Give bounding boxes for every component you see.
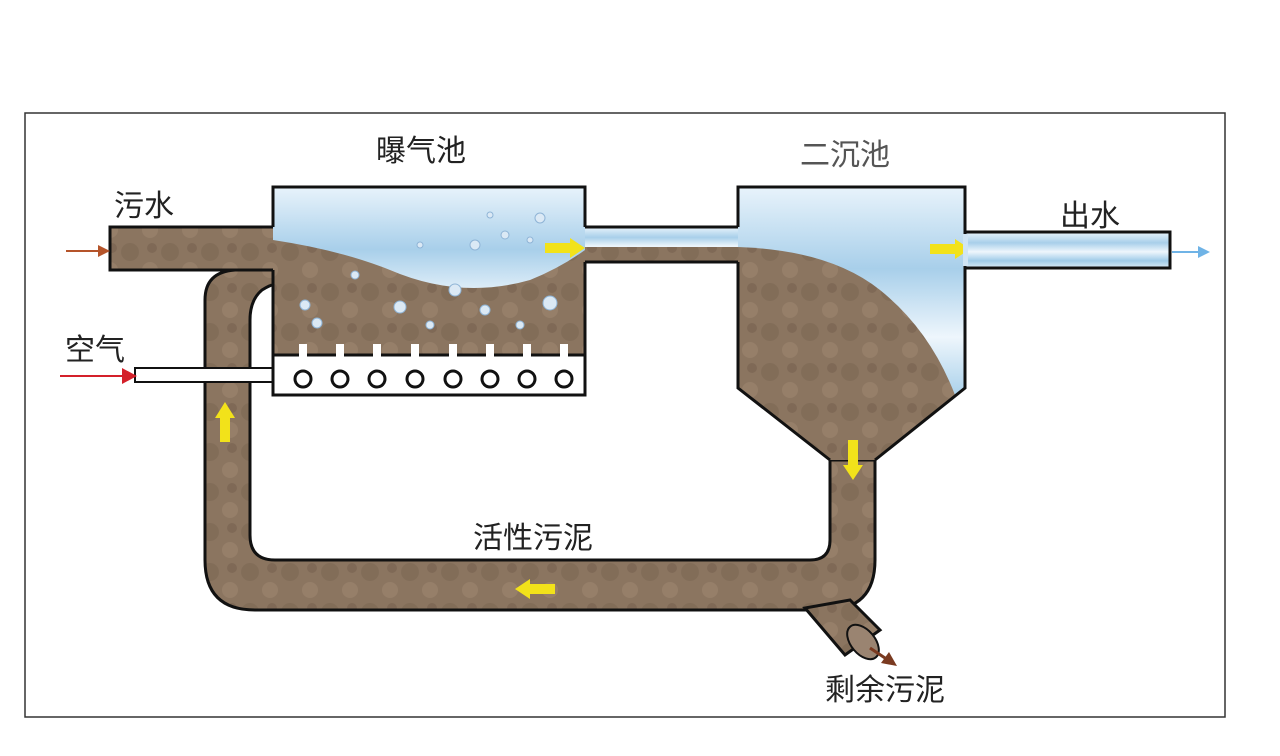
effluent-label: 出水 [1060, 199, 1120, 234]
flow-arrow-right-icon [930, 239, 970, 259]
aeration-tank [271, 185, 587, 397]
effluent-pipe [963, 230, 1172, 270]
flow-arrow-right-icon [545, 238, 585, 258]
secondary-clarifier [736, 185, 970, 480]
air-pipe [134, 367, 276, 383]
effluent-pipe-junction [963, 234, 968, 266]
activated-sludge-label: 活性污泥 [473, 521, 593, 556]
air-bubbles [299, 211, 558, 330]
aeration-tank-label: 曝气池 [376, 134, 466, 169]
air-diffusers [293, 369, 574, 389]
sewage-inlet-arrow-icon [66, 245, 110, 257]
secondary-clarifier-label: 二沉池 [800, 138, 890, 173]
connecting-pipe-sludge [585, 247, 738, 262]
air-diffuser-box [271, 353, 587, 397]
excess-sludge-label: 剩余污泥 [825, 673, 945, 708]
air-label: 空气 [65, 333, 125, 368]
sewage-inlet-pipe [108, 225, 282, 272]
sewage-inlet-label: 污水 [114, 189, 174, 224]
flow-arrow-up-icon [215, 402, 235, 442]
effluent-arrow-icon [1172, 246, 1210, 258]
flow-arrow-down-icon [843, 440, 863, 480]
excess-sludge-pipe-opening [846, 623, 880, 661]
flow-arrow-left-icon [515, 579, 555, 599]
air-nozzles [299, 344, 568, 358]
connecting-pipe-outline [585, 225, 738, 264]
excess-sludge-arrow-icon [869, 646, 897, 666]
air-inlet-arrow-icon [60, 368, 137, 384]
